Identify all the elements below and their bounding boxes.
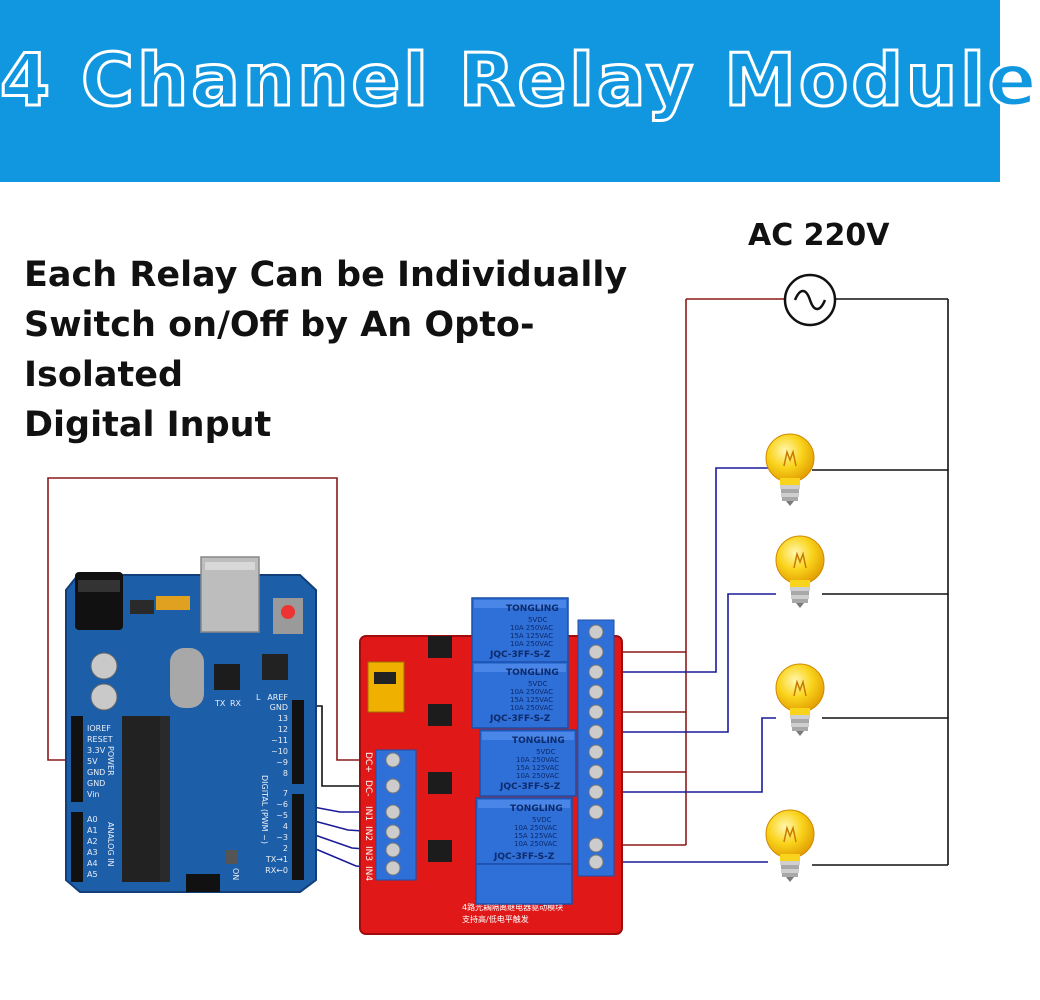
power-header-label: POWER xyxy=(106,746,115,776)
description-line-1: Each Relay Can be Individually xyxy=(24,255,628,295)
pin-label: 5V xyxy=(87,757,98,766)
power-pin-labels: IOREF RESET 3.3V 5V GND GND Vin A0 A1 A2… xyxy=(87,724,115,879)
relay-rating: 10A 250VAC xyxy=(516,772,559,780)
relay-rating: 15A 125VAC xyxy=(510,696,553,704)
light-bulb-icon xyxy=(775,663,825,737)
pin-label: A1 xyxy=(87,826,98,835)
description-line-3: Digital Input xyxy=(24,405,272,445)
relay-rating: 15A 125VAC xyxy=(510,632,553,640)
relay-rating: 15A 125VAC xyxy=(514,832,557,840)
banner-title: 4 Channel Relay Module xyxy=(0,37,1040,124)
pin-label: 4 xyxy=(283,822,288,831)
analog-header-label: ANALOG IN xyxy=(106,822,115,867)
pin-label: A3 xyxy=(87,848,98,857)
relay-rating: 15A 125VAC xyxy=(516,764,559,772)
module-footer-line-2: 支持高/低电平触发 xyxy=(462,914,529,924)
relay-2: TONGLING 5VDC 10A 250VAC 15A 125VAC 10A … xyxy=(471,661,569,729)
relay-rating: 10A 250VAC xyxy=(510,688,553,696)
relay-rating: 10A 250VAC xyxy=(514,840,557,848)
pin-label: A5 xyxy=(87,870,98,879)
pin-label: A2 xyxy=(87,837,98,846)
pin-label: GND xyxy=(87,768,105,777)
tx-label: TX xyxy=(214,699,226,708)
relay-input-label: IN1 xyxy=(363,806,373,821)
relay-4: TONGLING 5VDC 10A 250VAC 15A 125VAC 10A … xyxy=(475,797,573,905)
description-line-2: Switch on/Off by An Opto-Isolated xyxy=(24,305,535,395)
title-banner: 4 Channel Relay Module xyxy=(0,0,1040,182)
pin-label: GND xyxy=(270,703,288,712)
relay-brand: TONGLING xyxy=(506,604,559,614)
relay-model: JQC-3FF-S-Z xyxy=(493,852,555,862)
relay-brand: TONGLING xyxy=(512,736,565,746)
pin-label: ~11 xyxy=(271,736,288,745)
relay-rating: 10A 250VAC xyxy=(516,756,559,764)
wiring-diagram: IOREF RESET 3.3V 5V GND GND Vin A0 A1 A2… xyxy=(47,273,949,935)
pin-label: 3.3V xyxy=(87,746,106,755)
pin-label: ~6 xyxy=(276,800,288,809)
pin-label: 2 xyxy=(283,844,288,853)
relay-voltage: 5VDC xyxy=(528,616,548,624)
pin-label: AREF xyxy=(267,693,288,702)
light-bulb-icon xyxy=(775,535,825,609)
relay-1: TONGLING 5VDC 10A 250VAC 15A 125VAC 10A … xyxy=(471,597,569,665)
l-label: L xyxy=(256,693,261,702)
pin-label: 12 xyxy=(278,725,288,734)
ac-source-label: AC 220V xyxy=(748,218,890,253)
relay-voltage: 5VDC xyxy=(528,680,548,688)
relay-rating: 10A 250VAC xyxy=(510,704,553,712)
pin-label: ~3 xyxy=(276,833,288,842)
rx-label: RX xyxy=(230,699,242,708)
relay-input-label: DC- xyxy=(363,780,373,796)
relay-input-label: DC+ xyxy=(363,752,373,773)
on-label: ON xyxy=(231,868,240,880)
relay-model: JQC-3FF-S-Z xyxy=(489,650,551,660)
pin-label: 13 xyxy=(278,714,288,723)
arduino-board xyxy=(65,556,317,893)
relay-rating: 10A 250VAC xyxy=(510,624,553,632)
relay-model: JQC-3FF-S-Z xyxy=(499,782,561,792)
relay-input-labels: DC+ DC- IN1 IN2 IN3 IN4 4路光耦隔离继电器驱动模块 支持… xyxy=(363,752,563,924)
ac-source-icon xyxy=(783,273,837,327)
relay-brand: TONGLING xyxy=(510,804,563,814)
relay-voltage: 5VDC xyxy=(536,748,556,756)
relay-voltage: 5VDC xyxy=(532,816,552,824)
relay-rating: 10A 250VAC xyxy=(514,824,557,832)
relay-model: JQC-3FF-S-Z xyxy=(489,714,551,724)
pin-label: TX→1 xyxy=(265,855,288,864)
relay-input-label: IN4 xyxy=(363,866,373,881)
digital-pin-labels: AREF GND 13 12 ~11 ~10 ~9 8 7 ~6 ~5 4 ~3… xyxy=(214,693,288,880)
pin-label: A4 xyxy=(87,859,98,868)
pin-label: IOREF xyxy=(87,724,111,733)
relay-brand: TONGLING xyxy=(506,668,559,678)
pin-label: A0 xyxy=(87,815,98,824)
pin-label: RESET xyxy=(87,735,113,744)
pin-label: ~9 xyxy=(276,758,288,767)
ac-wiring xyxy=(612,298,949,866)
relay-3: TONGLING 5VDC 10A 250VAC 15A 125VAC 10A … xyxy=(479,729,577,797)
pin-label: ~5 xyxy=(276,811,288,820)
light-bulb-icon xyxy=(765,433,815,507)
relay-input-label: IN2 xyxy=(363,826,373,841)
relay-input-label: IN3 xyxy=(363,846,373,861)
pin-label: ~10 xyxy=(271,747,288,756)
pin-label: 7 xyxy=(283,789,288,798)
pin-label: 8 xyxy=(283,769,288,778)
module-footer-line-1: 4路光耦隔离继电器驱动模块 xyxy=(462,902,563,912)
pin-label: RX←0 xyxy=(265,866,288,875)
digital-header-label: DIGITAL (PWM ~) xyxy=(260,775,269,844)
light-bulb-icon xyxy=(765,809,815,883)
pin-label: Vin xyxy=(87,790,100,799)
pin-label: GND xyxy=(87,779,105,788)
description: Each Relay Can be Individually Switch on… xyxy=(24,250,684,450)
relay-rating: 10A 250VAC xyxy=(510,640,553,648)
